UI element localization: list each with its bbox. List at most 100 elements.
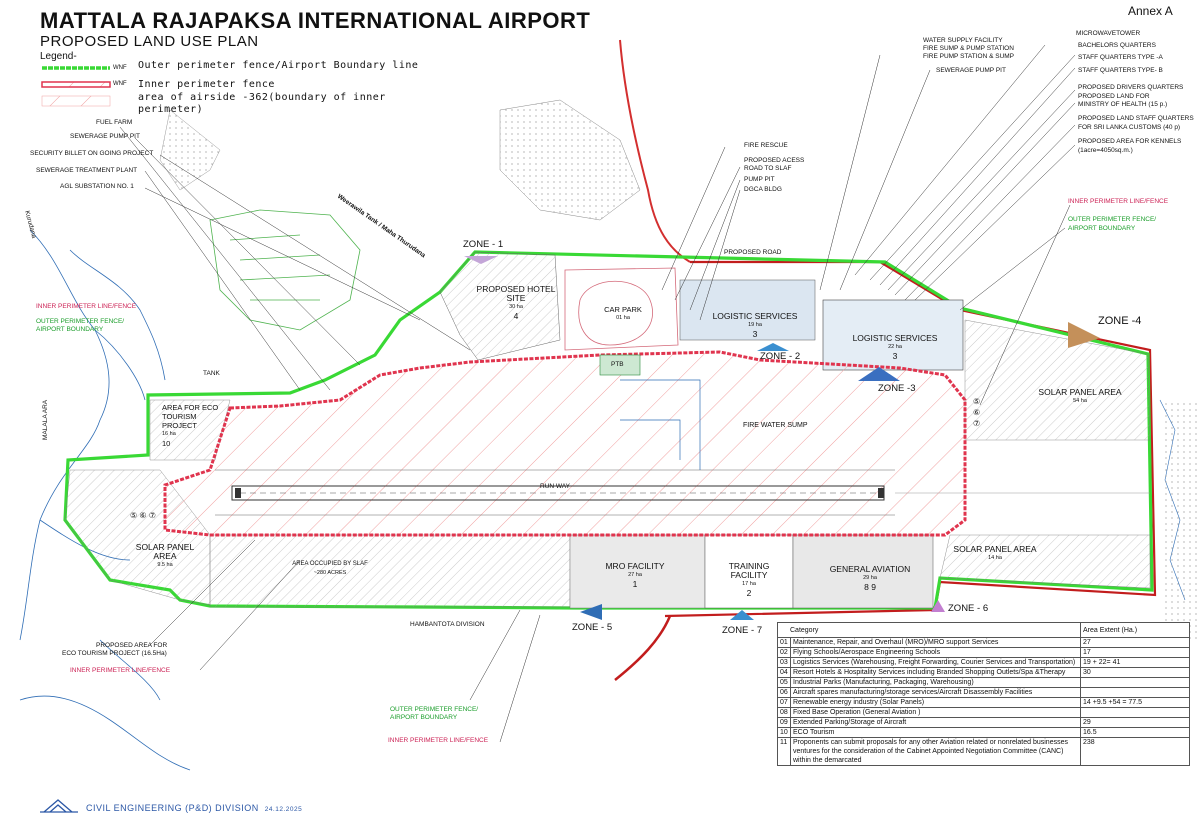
area-solar-se: SOLAR PANEL AREA 14 ha <box>945 545 1045 563</box>
zone-6-label: ZONE - 6 <box>948 603 989 614</box>
area-mro-num: 1 <box>632 579 638 589</box>
area-slaf-size: ~280 ACRES <box>313 570 347 576</box>
area-logistics-2-num: 3 <box>892 351 898 361</box>
zone-5-label: ZONE - 5 <box>572 622 613 633</box>
table-row-extent: 17 <box>1080 647 1190 658</box>
area-logistics-2-name: LOGISTIC SERVICES <box>852 333 938 343</box>
label-agl-substation: AGL SUBSTATION NO. 1 <box>60 183 134 190</box>
area-solar-west: SOLAR PANEL AREA 9.5 ha <box>130 543 200 570</box>
label-inner-line-left: INNER PERIMETER LINE/FENCE <box>36 303 137 310</box>
label-access-road-1: PROPOSED ACESS <box>744 157 805 164</box>
division-logo <box>40 799 78 813</box>
table-row-category: Flying Schools/Aerospace Engineering Sch… <box>790 647 1081 658</box>
area-slaf-name: AREA OCCUPIED BY SLAF <box>292 561 368 567</box>
table-header-category: Category <box>777 622 1081 638</box>
label-kennels-1: PROPOSED AREA FOR KENNELS <box>1078 138 1182 145</box>
legend-inner-text-2: area of airside -362(boundary of inner <box>138 92 386 103</box>
area-general-aviation-size: 29 ha <box>863 575 877 581</box>
area-mro: MRO FACILITY 27 ha 1 <box>595 562 675 589</box>
zone-5-marker <box>580 604 602 620</box>
label-runway: RUN WAY <box>540 483 570 490</box>
label-outer-fence-bottom-2: AIRPORT BOUNDARY <box>390 714 458 721</box>
label-outer-fence-top-2: AIRPORT BOUNDARY <box>1068 225 1136 232</box>
map-title: MATTALA RAJAPAKSA INTERNATIONAL AIRPORT <box>40 8 591 33</box>
table-row-category: Proponents can submit proposals for any … <box>790 737 1081 766</box>
footer-division: CIVIL ENGINEERING (P&D) DIVISION 24.12.20… <box>86 803 302 813</box>
table-row-category: Extended Parking/Storage of Aircraft <box>790 717 1081 728</box>
label-proposed-road: PROPOSED ROAD <box>724 249 782 256</box>
area-solar-se-size: 14 ha <box>988 555 1002 561</box>
legend-inner-text-3: perimeter) <box>138 104 204 115</box>
table-row-number: 06 <box>777 687 791 698</box>
map-subtitle: PROPOSED LAND USE PLAN <box>40 33 259 50</box>
table-row-extent: 14 +9.5 +54 = 77.5 <box>1080 697 1190 708</box>
inner-perimeter-fence <box>163 350 967 537</box>
area-car-park-size: 01 ha <box>616 315 630 321</box>
label-fire-water-sump: FIRE WATER SUMP <box>743 422 808 429</box>
label-outer-fence-bottom-1: OUTER PERIMETER FENCE/ <box>390 706 479 713</box>
leader-lines <box>119 44 1076 743</box>
table-row-extent: 19 + 22= 41 <box>1080 657 1190 668</box>
table-row-extent: 29 <box>1080 717 1190 728</box>
zone-3-marker <box>858 367 900 381</box>
area-logistics-2: LOGISTIC SERVICES 22 ha 3 <box>850 334 940 361</box>
solar-west-marker: ⑤ ⑥ ⑦ <box>130 511 156 520</box>
label-sewerage-treatment: SEWERAGE TREATMENT PLANT <box>36 167 138 174</box>
table-row-category: Maintenance, Repair, and Overhaul (MRO)/… <box>790 637 1081 648</box>
zone-2-label: ZONE - 2 <box>760 351 801 362</box>
footer-division-text: CIVIL ENGINEERING (P&D) DIVISION <box>86 803 259 813</box>
area-solar-se-name: SOLAR PANEL AREA <box>953 544 1037 554</box>
zone-4-label: ZONE -4 <box>1098 315 1142 327</box>
area-training: TRAINING FACILITY 17 ha 2 <box>715 562 783 598</box>
label-drivers: PROPOSED DRIVERS QUARTERS <box>1078 84 1184 91</box>
footer-date: 24.12.2025 <box>264 806 303 813</box>
area-solar-west-size: 9.5 ha <box>157 562 173 568</box>
legend-outer-text: Outer perimeter fence/Airport Boundary l… <box>138 60 419 71</box>
area-eco-size: 16 ha <box>162 431 176 437</box>
legend-heading: Legend- <box>40 51 77 62</box>
area-general-aviation-num-a: 8 <box>864 582 869 592</box>
area-logistics-1: LOGISTIC SERVICES 19 ha 3 <box>710 312 800 339</box>
label-sewerage-pit-top: SEWERAGE PUMP PIT <box>936 67 1006 74</box>
label-dgca-bldg: DGCA BLDG <box>744 186 782 193</box>
zone-6-marker <box>931 600 945 612</box>
label-outer-fence-top-1: OUTER PERIMETER FENCE/ <box>1068 216 1157 223</box>
table-row-extent <box>1080 707 1190 718</box>
area-mro-name: MRO FACILITY <box>605 561 665 571</box>
area-hotel: PROPOSED HOTEL SITE 30 ha 4 <box>476 285 556 321</box>
label-access-road-2: ROAD TO SLAF <box>744 165 792 172</box>
table-row-number: 04 <box>777 667 791 678</box>
area-logistics-1-num: 3 <box>752 329 758 339</box>
table-row-number: 07 <box>777 697 791 708</box>
area-general-aviation-name: GENERAL AVIATION <box>829 564 911 574</box>
area-general-aviation-num-b: 9 <box>871 582 876 592</box>
table-row-category: Logistics Services (Warehousing, Freight… <box>790 657 1081 668</box>
area-general-aviation: GENERAL AVIATION 29 ha 8 9 <box>820 565 920 592</box>
solar-east-marker: ⑤ ⑥ ⑦ <box>973 397 981 428</box>
label-water-supply-2: FIRE SUMP & PUMP STATION <box>923 45 1014 52</box>
table-row-category: Aircraft spares manufacturing/storage se… <box>790 687 1081 698</box>
area-solar-west-name: SOLAR PANEL AREA <box>135 542 195 561</box>
area-solar-east-size: 54 ha <box>1073 398 1087 404</box>
area-solar-east-name: SOLAR PANEL AREA <box>1038 387 1122 397</box>
zone-3-label: ZONE -3 <box>878 383 916 394</box>
table-row-extent: 27 <box>1080 637 1190 648</box>
label-health-1: PROPOSED LAND FOR <box>1078 93 1150 100</box>
area-solar-east: SOLAR PANEL AREA 54 ha <box>1030 388 1130 406</box>
area-eco-name: AREA FOR ECO TOURISM PROJECT <box>162 403 219 430</box>
table-row-number: 05 <box>777 677 791 688</box>
area-training-size: 17 ha <box>742 581 756 587</box>
area-eco: AREA FOR ECO TOURISM PROJECT 16 ha 10 <box>162 403 222 448</box>
zone-7-marker <box>730 610 754 620</box>
label-customs-1: PROPOSED LAND STAFF QUARTERS <box>1078 115 1194 122</box>
forest-area <box>209 209 361 331</box>
table-row-extent: 30 <box>1080 667 1190 678</box>
legend-hatch-swatch <box>41 95 111 107</box>
label-malala-ara: MALALA ARA <box>42 399 49 440</box>
area-mro-size: 27 ha <box>628 572 642 578</box>
